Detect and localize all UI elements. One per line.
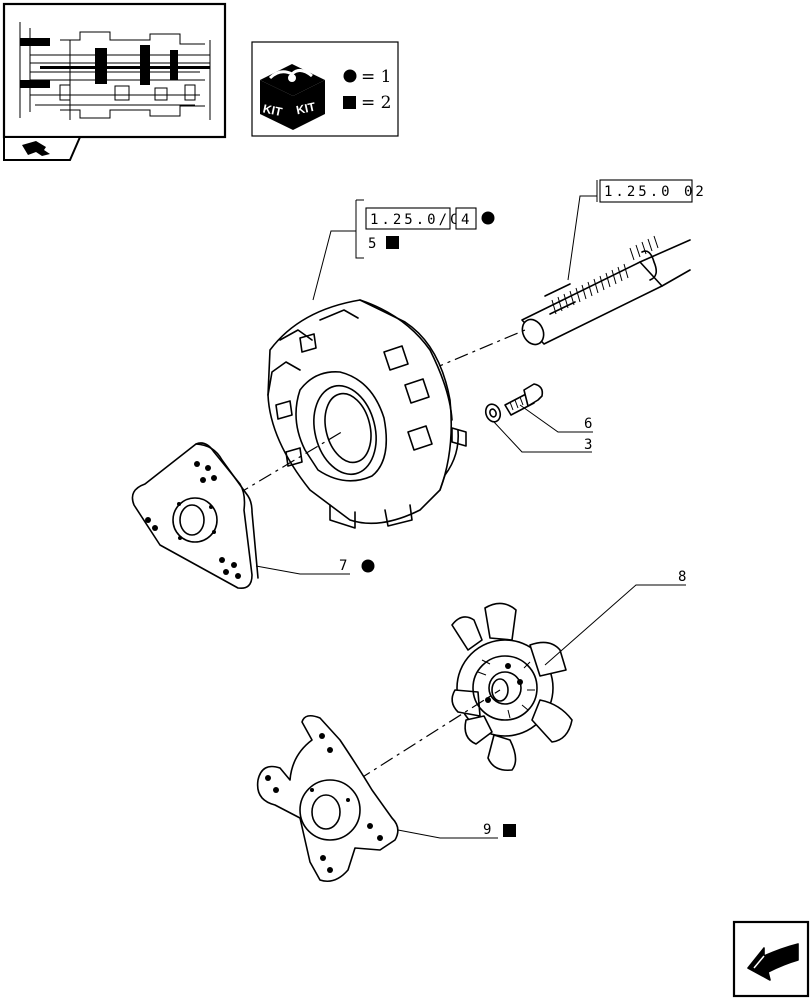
shaft-ref-label: 1.25.0 02 bbox=[604, 184, 707, 200]
housing-reference[interactable]: 1.25.0/C 4 5 bbox=[355, 199, 495, 259]
kit-legend-box: KIT KIT = 1 = 2 bbox=[251, 41, 399, 137]
kit-box-icon: KIT KIT bbox=[260, 64, 325, 130]
triangular-hub-plate[interactable] bbox=[131, 442, 259, 590]
clutch-pressure-housing[interactable] bbox=[267, 230, 467, 529]
circle-legend-value: = 1 bbox=[361, 67, 391, 87]
callout-washer: 3 bbox=[584, 437, 592, 453]
next-page-arrow-icon[interactable] bbox=[732, 920, 810, 998]
disc-sprung-leader bbox=[544, 584, 686, 666]
callout-disc-sprung: 8 bbox=[678, 569, 686, 585]
splined-shaft bbox=[521, 235, 691, 346]
kit-label-right: KIT bbox=[295, 99, 317, 117]
housing-alt-qty: 5 bbox=[368, 236, 379, 252]
paddle-clutch-disc[interactable] bbox=[256, 714, 399, 883]
square-legend-value: = 2 bbox=[361, 93, 391, 113]
plate-leader bbox=[255, 565, 350, 575]
callout-bolt: 6 bbox=[584, 416, 592, 432]
housing-axis-line bbox=[235, 429, 346, 496]
washer-leader bbox=[493, 421, 592, 453]
shaft-reference[interactable]: 1.25.0 02 bbox=[567, 179, 707, 281]
sprung-clutch-disc[interactable] bbox=[451, 602, 573, 772]
circle-symbol bbox=[343, 69, 357, 83]
circle-symbol bbox=[481, 211, 495, 225]
callout-disc-paddle: 9 bbox=[483, 822, 491, 838]
shaft-axis-line bbox=[429, 329, 526, 371]
circle-symbol bbox=[361, 559, 375, 573]
housing-ref-label: 1.25.0/C bbox=[370, 212, 461, 228]
disc-paddle-leader bbox=[397, 829, 498, 839]
kit-label-left: KIT bbox=[262, 101, 284, 119]
square-symbol bbox=[343, 96, 356, 109]
bolt-leader bbox=[519, 404, 593, 433]
housing-ref-qty: 4 bbox=[461, 212, 472, 228]
callout-plate: 7 bbox=[339, 558, 347, 574]
washer[interactable] bbox=[483, 402, 502, 424]
square-symbol bbox=[386, 236, 399, 249]
square-symbol bbox=[503, 824, 516, 837]
bolt[interactable] bbox=[504, 383, 544, 416]
transmission-thumbnail[interactable] bbox=[2, 2, 227, 161]
disc-axis-line bbox=[357, 689, 501, 781]
